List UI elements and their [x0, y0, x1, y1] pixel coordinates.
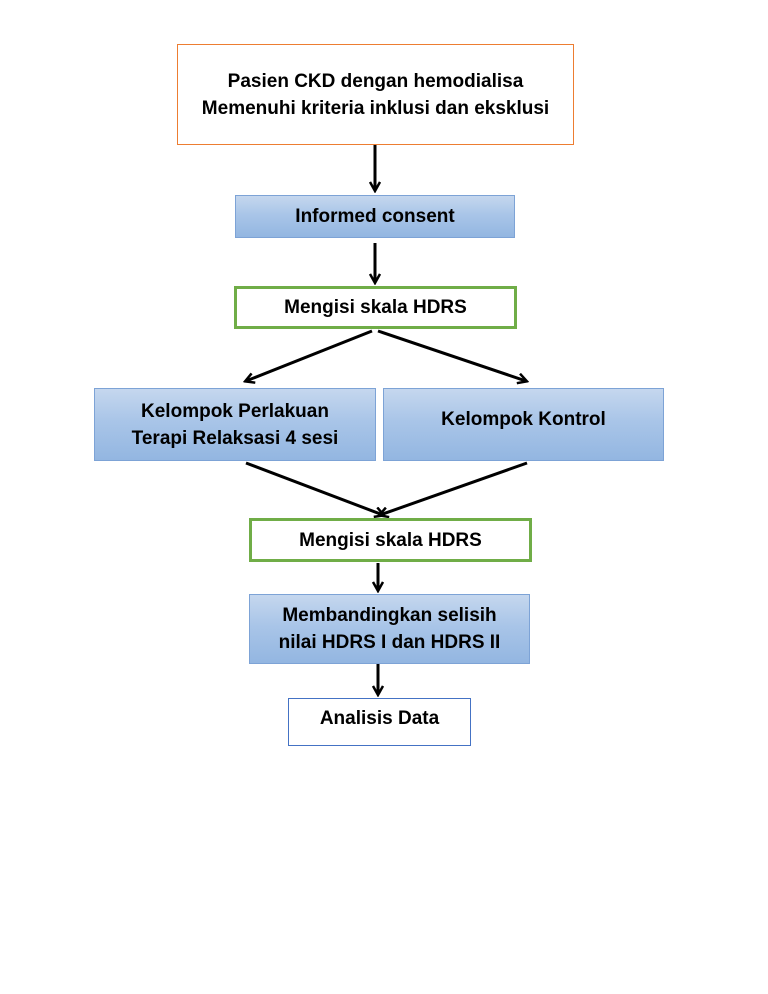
compare-line-2: nilai HDRS I dan HDRS II	[278, 632, 501, 653]
treatment-line-1: Kelompok Perlakuan	[141, 400, 329, 422]
compare-box: Membandingkan selisih nilai HDRS I dan H…	[249, 594, 530, 664]
pretest-label: Mengisi skala HDRS	[284, 297, 467, 318]
start-line-1: Pasien CKD dengan hemodialisa	[227, 70, 524, 92]
arrow-pretest-to-control	[377, 329, 526, 381]
arrow-control-to-posttest	[380, 461, 528, 515]
arrow-pretest-to-treatment	[246, 329, 373, 381]
control-group-box: Kelompok Kontrol	[383, 388, 664, 461]
pretest-box: Mengisi skala HDRS	[234, 286, 517, 329]
treatment-line-2: Terapi Relaksasi 4 sesi	[131, 427, 339, 449]
start-box: Pasien CKD dengan hemodialisa Memenuhi k…	[177, 44, 574, 145]
compare-line-1: Membandingkan selisih	[282, 605, 497, 626]
consent-label: Informed consent	[295, 206, 455, 227]
posttest-box: Mengisi skala HDRS	[249, 518, 532, 562]
consent-box: Informed consent	[235, 195, 515, 238]
start-line-2: Memenuhi kriteria inklusi dan eksklusi	[201, 97, 550, 119]
posttest-label: Mengisi skala HDRS	[299, 529, 482, 551]
analysis-box: Analisis Data	[288, 698, 471, 746]
control-label: Kelompok Kontrol	[441, 409, 606, 430]
arrow-treatment-to-posttest	[245, 461, 383, 515]
analysis-label: Analisis Data	[319, 707, 440, 729]
treatment-group-box: Kelompok Perlakuan Terapi Relaksasi 4 se…	[94, 388, 376, 461]
